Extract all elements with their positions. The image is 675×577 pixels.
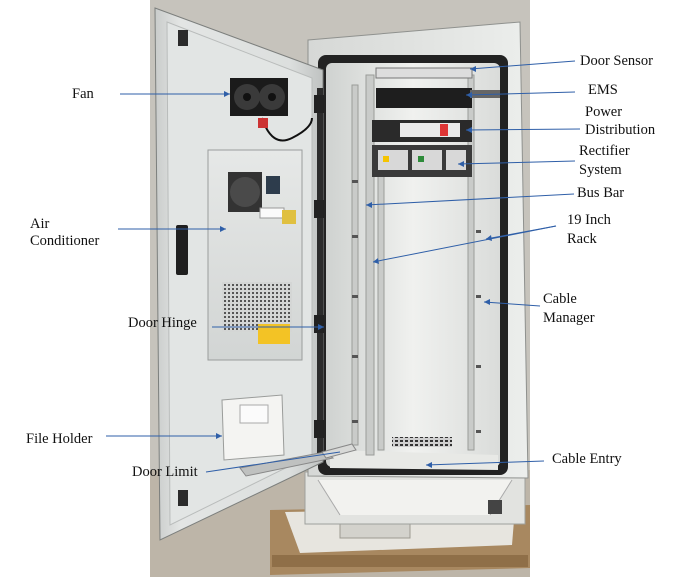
leader-ems: [465, 91, 576, 96]
label-air-conditioner-line2: Conditioner: [30, 233, 100, 249]
arrow-door-sensor: [470, 66, 476, 72]
arrow-rack-a: [486, 235, 492, 241]
arrow-cable-manager: [484, 299, 490, 305]
label-rack-line2: Rack: [567, 231, 597, 247]
label-door-hinge: Door Hinge: [128, 315, 197, 331]
fan-unit: [230, 78, 313, 142]
label-ems: EMS: [588, 82, 618, 98]
arrow-fan: [224, 91, 230, 97]
label-rectifier-system-line1: Rectifier: [579, 143, 630, 159]
rack-equipment: [372, 67, 500, 177]
label-rack-line1: 19 Inch: [567, 212, 611, 228]
cabinet-base: [304, 471, 526, 525]
leader-power-distribution: [465, 128, 581, 131]
arrow-rack-b: [373, 258, 379, 264]
leader-arrowheads: [216, 66, 492, 468]
label-bus-bar: Bus Bar: [577, 185, 625, 201]
leader-lines: [106, 60, 581, 473]
leader-rack-b: [372, 225, 557, 263]
label-door-sensor: Door Sensor: [580, 53, 653, 69]
arrow-ems: [466, 92, 472, 98]
leader-door-limit: [205, 451, 341, 473]
label-cable-manager-line2: Manager: [543, 310, 595, 326]
leader-bus-bar: [365, 193, 575, 206]
file-holder-unit: [221, 394, 285, 461]
label-air-conditioner-line1: Air: [30, 216, 50, 232]
label-rectifier-system-line2: System: [579, 162, 622, 178]
rack: [351, 74, 475, 456]
arrow-door-hinge: [318, 324, 324, 330]
arrow-power-distribution: [466, 127, 472, 133]
arrow-air-conditioner: [220, 226, 226, 232]
label-file-holder: File Holder: [26, 431, 93, 447]
label-cable-entry: Cable Entry: [552, 451, 622, 467]
leader-door-sensor: [469, 60, 576, 70]
label-power-distribution-line2: Distribution: [585, 122, 656, 138]
arrow-rectifier-system: [458, 161, 464, 167]
arrow-file-holder: [216, 433, 222, 439]
arrow-cable-entry: [426, 462, 432, 468]
label-door-limit: Door Limit: [132, 464, 198, 480]
air-conditioner-unit: [207, 149, 303, 361]
rack-slots: [352, 180, 481, 433]
label-fan: Fan: [72, 86, 94, 102]
label-cable-manager-line1: Cable: [543, 291, 577, 307]
leader-cable-manager: [483, 301, 541, 307]
leader-rectifier-system: [457, 160, 576, 165]
leader-cable-entry: [425, 460, 545, 466]
door-limit-arm: [239, 443, 357, 477]
arrow-bus-bar: [366, 202, 372, 208]
label-power-distribution-line1: Power: [585, 104, 623, 120]
